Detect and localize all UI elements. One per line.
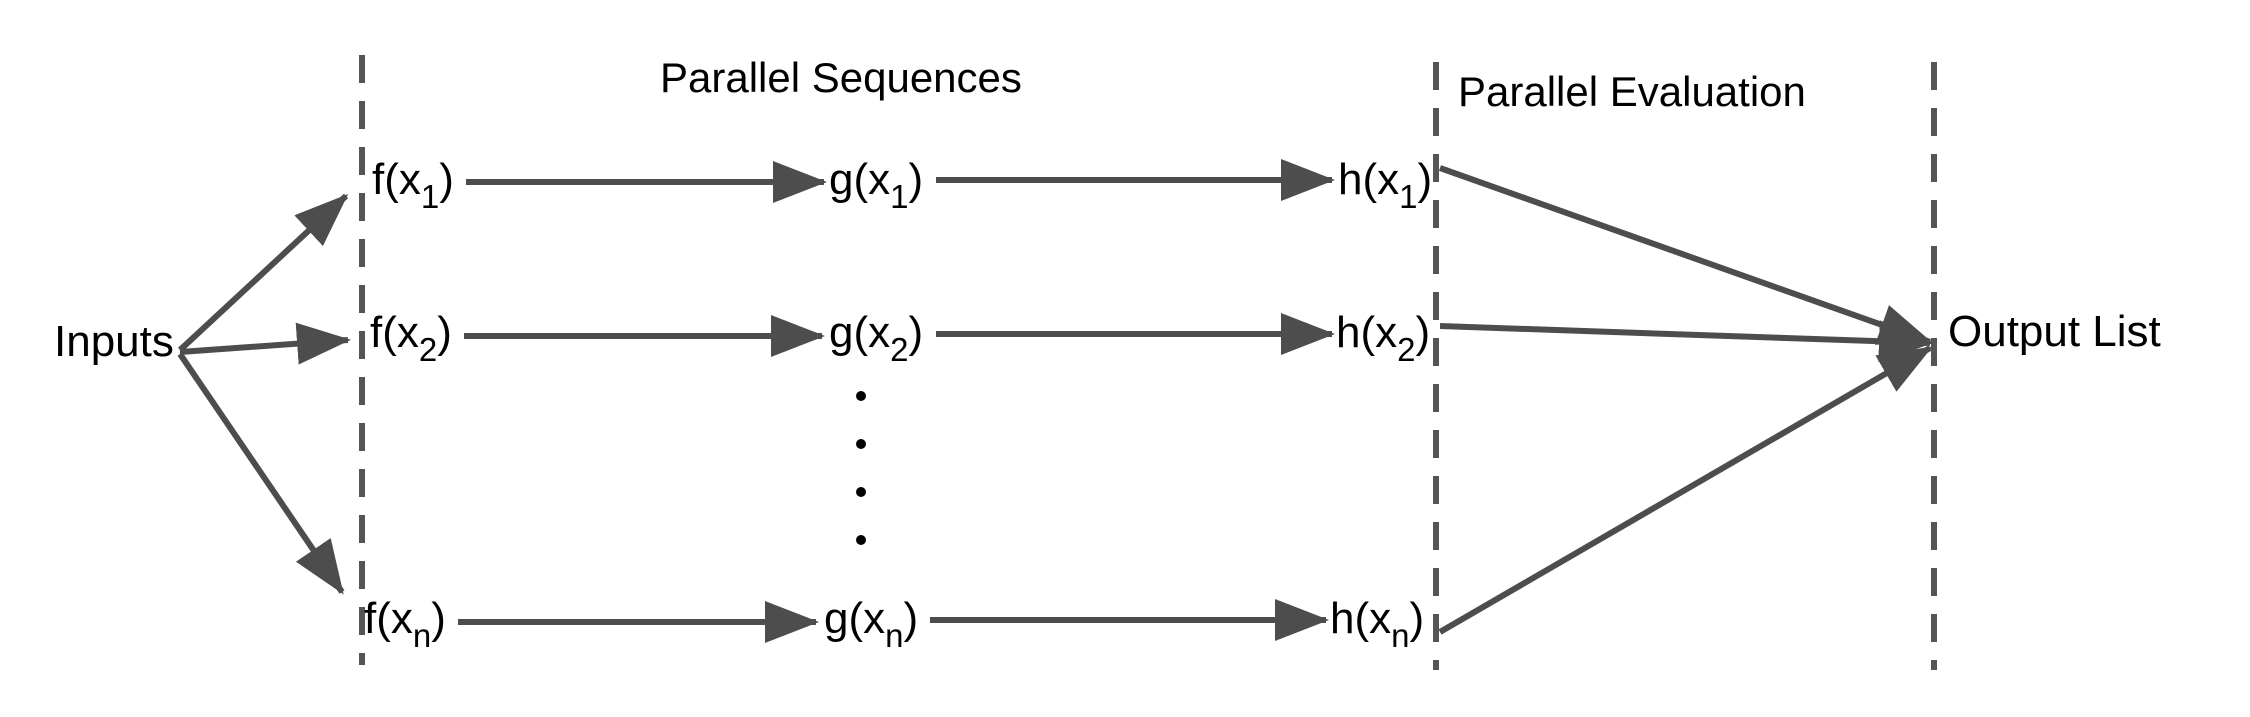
node-f-rown-suffix: ) <box>431 594 446 643</box>
node-g-rown: g(xn) <box>824 594 918 654</box>
node-f-row1-suffix: ) <box>439 155 454 204</box>
header-parallel-evaluation: Parallel Evaluation <box>1458 68 1806 115</box>
node-g-rown-subscript: n <box>885 617 903 654</box>
edge-inputs-to-fn <box>177 352 345 595</box>
node-f-rown-prefix: f(x <box>364 594 413 643</box>
node-h-rown-subscript: n <box>1391 617 1409 654</box>
node-h-row1-subscript: 1 <box>1399 178 1417 215</box>
ellipsis-dot <box>856 487 866 497</box>
edge-inputs-to-f1 <box>177 193 349 353</box>
node-g-row2: g(x2) <box>829 308 923 368</box>
inputs-label: Inputs <box>54 317 174 366</box>
node-g-row2-subscript: 2 <box>890 331 908 368</box>
node-h-rown-suffix: ) <box>1409 594 1424 643</box>
node-f-row2-subscript: 2 <box>419 331 437 368</box>
node-f-row1: f(x1) <box>372 155 454 215</box>
node-h-row1-suffix: ) <box>1417 155 1432 204</box>
node-h-row1-prefix: h(x <box>1338 155 1399 204</box>
node-h-row1: h(x1) <box>1338 155 1432 215</box>
node-h-rown: h(xn) <box>1330 594 1424 654</box>
ellipsis-dot <box>856 391 866 401</box>
node-g-row1-prefix: g(x <box>829 155 890 204</box>
edge-h2-to-output <box>1439 320 1933 363</box>
node-h-row2-subscript: 2 <box>1397 331 1415 368</box>
node-f-row2-prefix: f(x <box>370 308 419 357</box>
node-h-row2: h(x2) <box>1336 308 1430 368</box>
node-h-rown-prefix: h(x <box>1330 594 1391 643</box>
node-g-row2-prefix: g(x <box>829 308 890 357</box>
edge-h1-to-output <box>1438 165 1933 345</box>
node-f-row2-suffix: ) <box>437 308 452 357</box>
ellipsis-dot <box>856 535 866 545</box>
node-f-row1-prefix: f(x <box>372 155 421 204</box>
node-f-rown-subscript: n <box>413 617 431 654</box>
node-h-row2-prefix: h(x <box>1336 308 1397 357</box>
node-g-row1-subscript: 1 <box>890 178 908 215</box>
ellipsis-dot <box>856 439 866 449</box>
node-g-rown-suffix: ) <box>903 594 918 643</box>
node-h-row2-suffix: ) <box>1415 308 1430 357</box>
node-g-row2-suffix: ) <box>908 308 923 357</box>
header-parallel-sequences: Parallel Sequences <box>660 54 1022 101</box>
node-f-row2: f(x2) <box>370 308 452 368</box>
node-f-rown: f(xn) <box>364 594 446 654</box>
node-g-rown-prefix: g(x <box>824 594 885 643</box>
edge-hn-to-output <box>1438 345 1933 635</box>
output-list-label: Output List <box>1948 307 2161 356</box>
node-g-row1: g(x1) <box>829 155 923 215</box>
edge-inputs-to-f2 <box>179 322 351 365</box>
node-f-row1-subscript: 1 <box>421 178 439 215</box>
node-g-row1-suffix: ) <box>908 155 923 204</box>
